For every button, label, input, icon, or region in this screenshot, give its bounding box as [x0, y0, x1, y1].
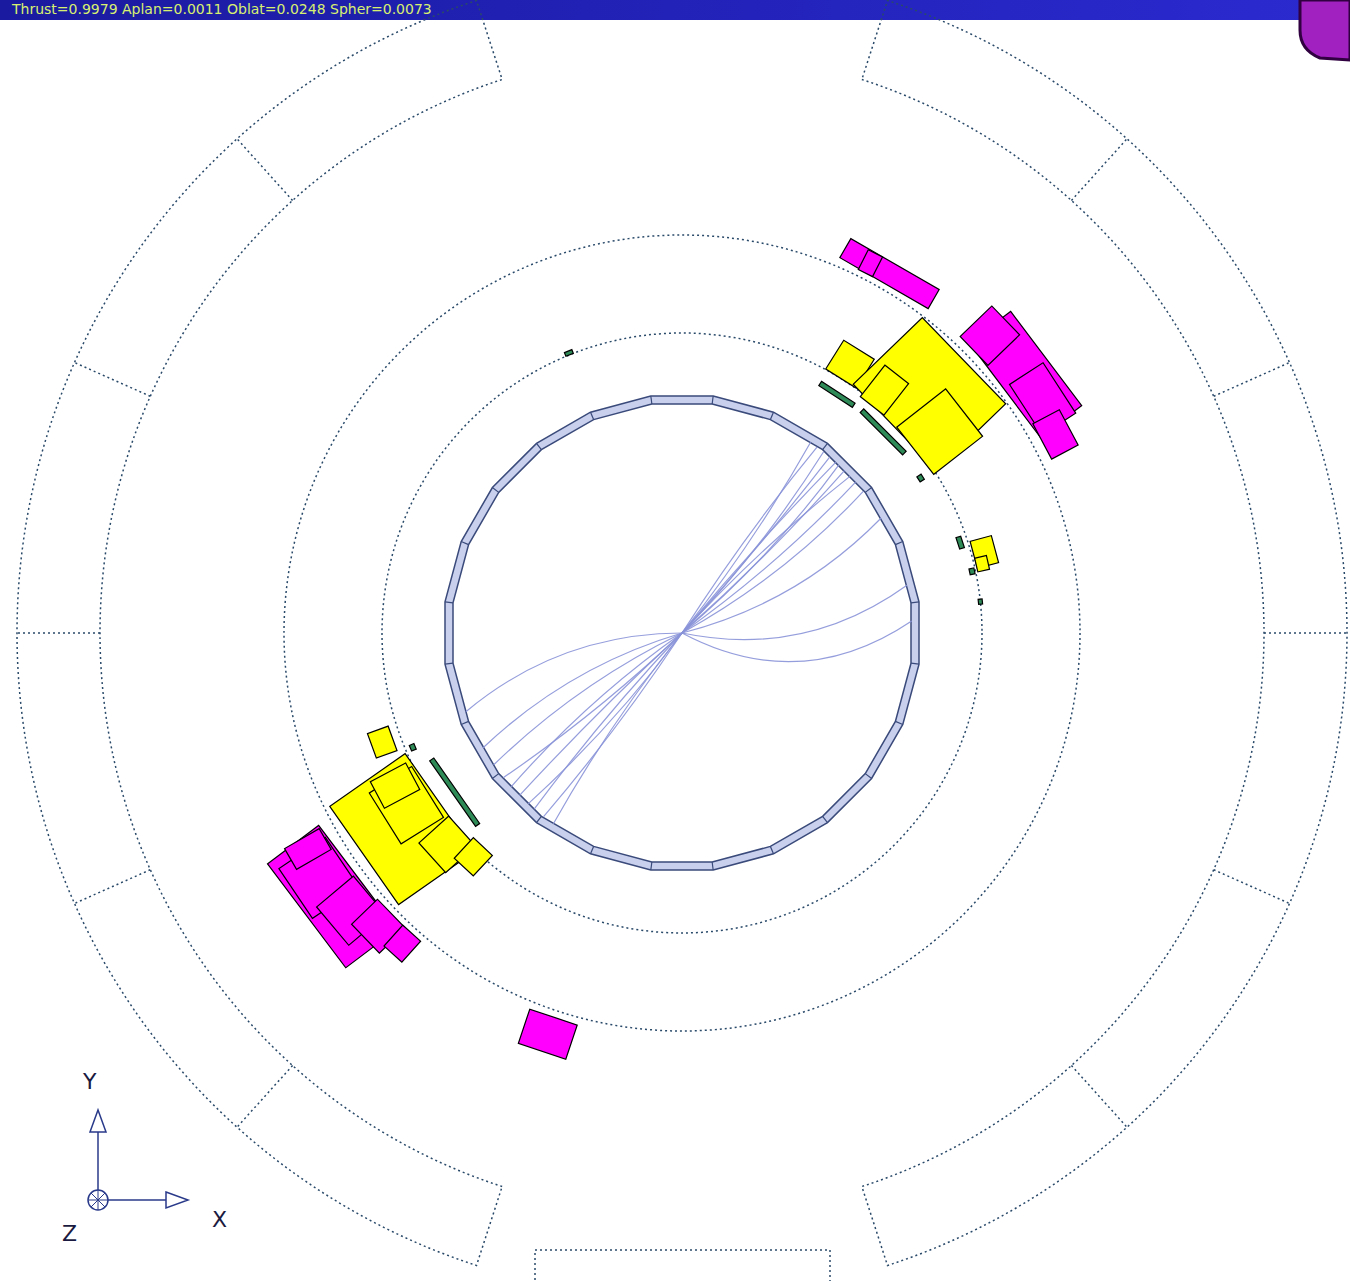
axis-label: Y	[83, 1070, 96, 1094]
logo	[1300, 0, 1350, 60]
detector-outline	[17, 1, 1347, 1281]
header-banner	[0, 0, 1335, 20]
axis-label: X	[212, 1208, 227, 1232]
calorimeter-towers	[268, 239, 1082, 1060]
axis-label: Z	[62, 1222, 77, 1246]
track-lines	[466, 442, 912, 823]
axis-symbol	[88, 1110, 188, 1210]
header-text: Thrust=0.9979 Aplan=0.0011 Oblat=0.0248 …	[12, 2, 432, 17]
